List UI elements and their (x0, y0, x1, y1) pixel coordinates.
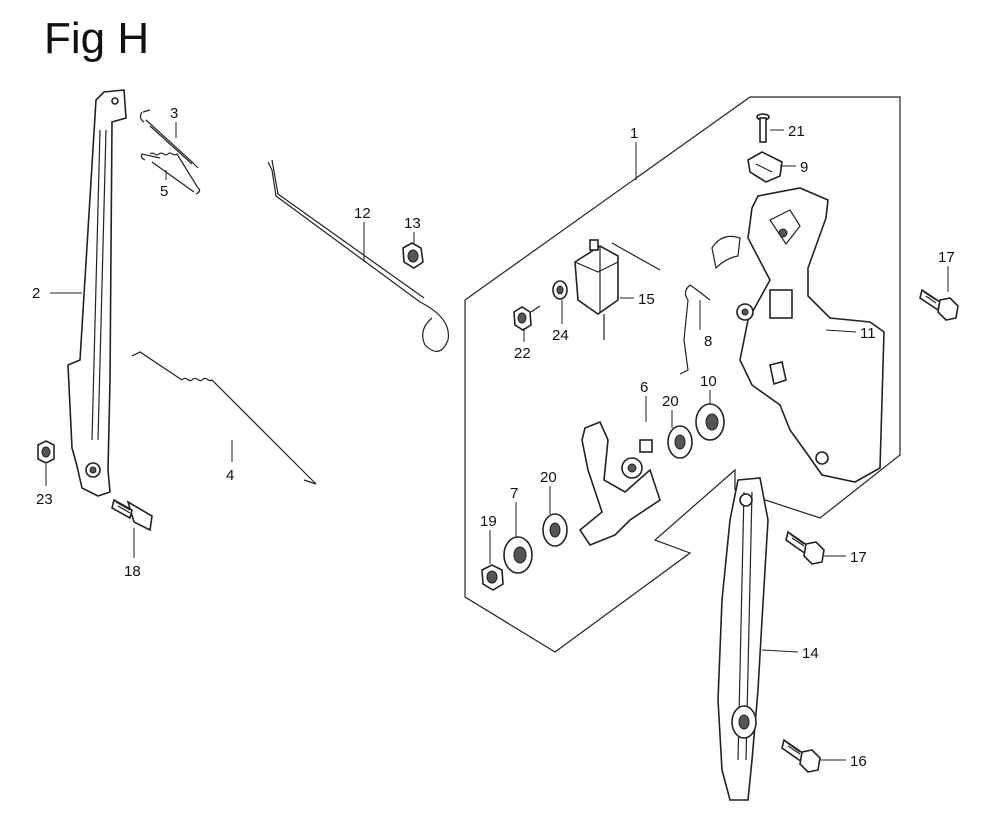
part-18-bolt (111, 498, 153, 532)
part-10-bushing (695, 403, 725, 441)
callout-5: 5 (160, 183, 168, 200)
callout-17-upper: 17 (938, 249, 955, 266)
callout-6: 6 (640, 379, 648, 396)
part-17-bolt-upper (919, 288, 959, 321)
callout-17-lower: 17 (850, 549, 867, 566)
callout-14: 14 (802, 645, 819, 662)
part-24-washer (552, 280, 568, 300)
part-21-screw (756, 113, 770, 143)
part-13-nut (402, 242, 424, 269)
part-12-wire (267, 159, 450, 352)
part-2-rod (67, 89, 127, 497)
callout-15: 15 (638, 291, 655, 308)
part-15-switch (574, 239, 619, 340)
subgroup-bracket (611, 242, 661, 271)
part-20-washer-lower (542, 513, 568, 547)
part-7-bushing (503, 536, 533, 574)
part-5-spring (140, 152, 201, 195)
callout-21: 21 (788, 123, 805, 140)
part-11-bracket (711, 187, 885, 483)
callout-7: 7 (510, 485, 518, 502)
callout-2: 2 (32, 285, 40, 302)
part-23-nut (37, 440, 55, 464)
callout-22: 22 (514, 345, 531, 362)
figure-title: Fig H (44, 14, 150, 63)
callout-10: 10 (700, 373, 717, 390)
part-22-nut (513, 305, 541, 331)
part-8-spring (679, 284, 711, 375)
part-17-bolt-lower (785, 530, 825, 565)
callout-13: 13 (404, 215, 421, 232)
leader-lines (45, 122, 949, 761)
assembly-boundary (464, 96, 901, 653)
part-6-lever (578, 420, 661, 546)
callout-8: 8 (704, 333, 712, 350)
callout-19: 19 (480, 513, 497, 530)
part-16-bolt (781, 738, 821, 773)
callout-1: 1 (630, 125, 638, 142)
part-9-clip (747, 151, 783, 183)
callout-24: 24 (552, 327, 569, 344)
callout-11: 11 (860, 325, 876, 342)
callout-12: 12 (354, 205, 371, 222)
part-19-nut (481, 564, 504, 591)
part-14-lever-arm (717, 477, 769, 801)
part-4-spring-rod (131, 351, 317, 485)
callout-4: 4 (226, 467, 234, 484)
callout-20-lower: 20 (540, 469, 557, 486)
callout-16: 16 (850, 753, 867, 770)
callout-18: 18 (124, 563, 141, 580)
part-20-washer-upper (667, 425, 693, 459)
callout-20-upper: 20 (662, 393, 679, 410)
part-3-spring (139, 109, 199, 169)
callout-3: 3 (170, 105, 178, 122)
callout-labels: 1 2 3 4 5 6 7 8 9 10 11 12 13 14 15 16 1… (32, 105, 955, 770)
callout-9: 9 (800, 159, 808, 176)
callout-23: 23 (36, 491, 53, 508)
